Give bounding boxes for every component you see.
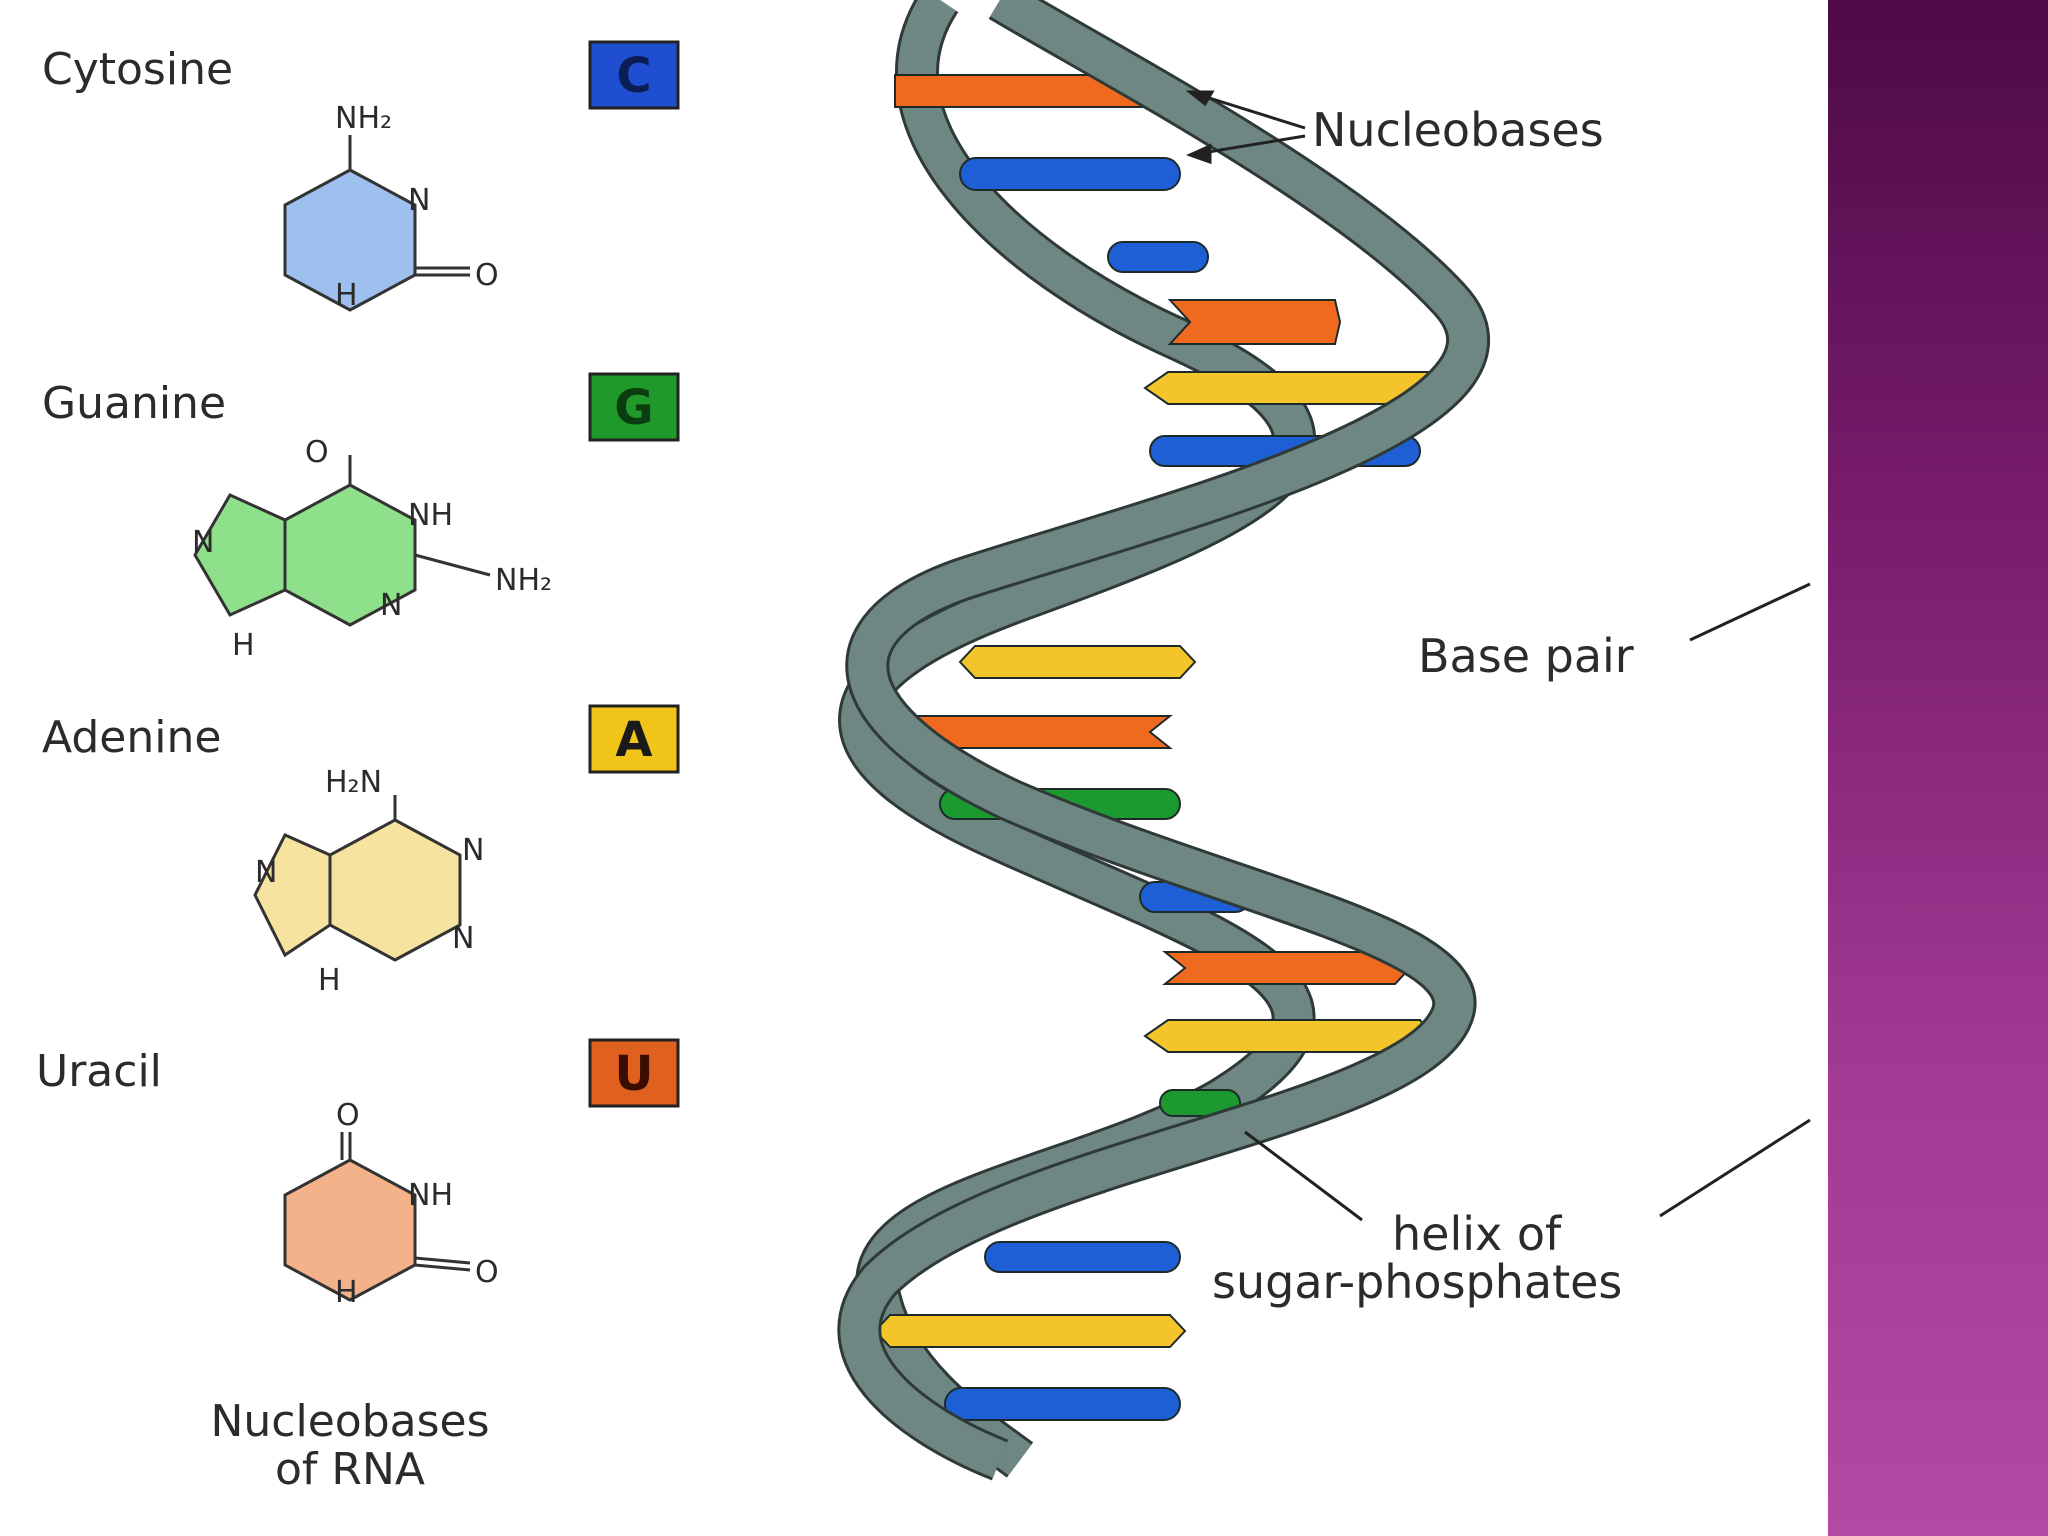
guanine-n1: N: [192, 525, 214, 560]
cytosine-nh2: NH₂: [335, 101, 392, 136]
purple-sidebar: [1828, 0, 2048, 1536]
guanine-label: Guanine: [42, 378, 226, 429]
adenine-label: Adenine: [42, 712, 221, 763]
guanine-h: H: [232, 628, 255, 663]
cytosine-label: Cytosine: [42, 44, 233, 95]
guanine-letter-box: G: [588, 372, 680, 442]
svg-text:G: G: [614, 380, 653, 436]
adenine-n1: N: [462, 833, 484, 868]
guanine-nh: NH: [408, 498, 453, 533]
svg-text:C: C: [616, 48, 651, 104]
guanine-n2: N: [380, 588, 402, 623]
cytosine-h: H: [335, 278, 358, 313]
bar-blue-2: [1107, 241, 1209, 273]
cytosine-letter-box: C: [588, 40, 680, 110]
helix-label-line2: sugar-phosphates: [1212, 1255, 1622, 1309]
bar-blue-6: [944, 1387, 1181, 1421]
bar-yellow-2: [958, 645, 1197, 679]
bar-green-2: [1159, 1089, 1241, 1117]
adenine-h2n: H₂N: [325, 765, 382, 800]
uracil-label: Uracil: [36, 1046, 162, 1097]
bar-orange-2: [1167, 299, 1342, 345]
adenine-structure: [253, 795, 462, 962]
uracil-structure: [283, 1132, 471, 1302]
bar-blue-5: [984, 1241, 1181, 1273]
uracil-h: H: [335, 1275, 358, 1310]
nucleobases-label: Nucleobases: [1312, 103, 1604, 157]
uracil-nh: NH: [408, 1178, 453, 1213]
uracil-letter-box: U: [588, 1038, 680, 1108]
base-pair-label: Base pair: [1418, 629, 1634, 683]
bar-blue-1: [959, 157, 1181, 191]
bar-yellow-4: [873, 1314, 1187, 1348]
cytosine-n: N: [408, 183, 430, 218]
guanine-o: O: [305, 435, 329, 470]
cytosine-structure: [283, 135, 470, 312]
base-pair-callout: [1689, 582, 1811, 642]
helix-callout: [1244, 1118, 1811, 1222]
caption-line1: Nucleobases: [210, 1396, 489, 1447]
svg-text:U: U: [615, 1046, 654, 1102]
adenine-n3: N: [452, 921, 474, 956]
helix-label-line1: helix of: [1392, 1207, 1563, 1261]
guanine-nh2: NH₂: [495, 563, 552, 598]
caption-line2: of RNA: [275, 1444, 425, 1495]
svg-text:A: A: [615, 712, 652, 768]
helix-front-strand: [840, 0, 1487, 1478]
guanine-structure: [193, 455, 491, 627]
uracil-o2: O: [475, 1255, 499, 1290]
uracil-o1: O: [336, 1098, 360, 1133]
adenine-n2: N: [255, 855, 277, 890]
cytosine-o: O: [475, 258, 499, 293]
adenine-h: H: [318, 963, 341, 998]
nucleobases-callout: [1185, 90, 1306, 165]
adenine-letter-box: A: [588, 704, 680, 774]
rna-nucleobase-diagram: Cytosine Guanine Adenine Uracil C G A U …: [36, 0, 1811, 1495]
